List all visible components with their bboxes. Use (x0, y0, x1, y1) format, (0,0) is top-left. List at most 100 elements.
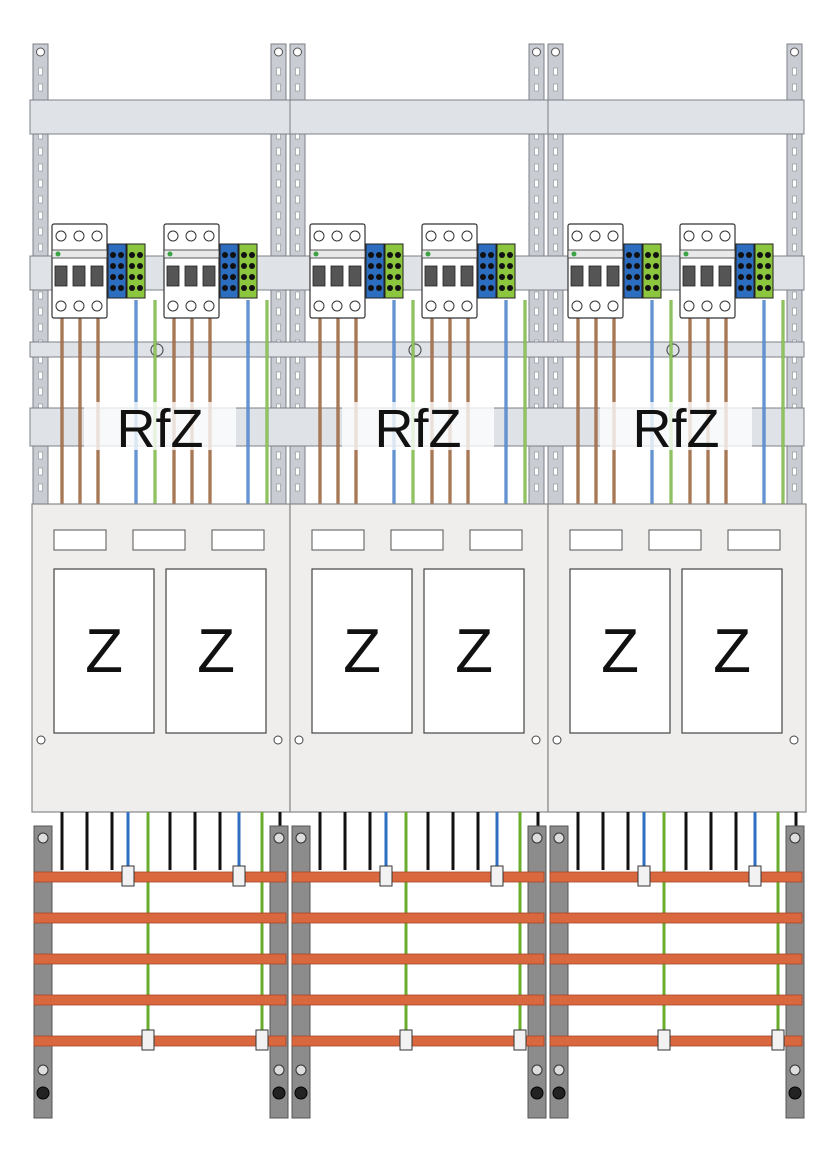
upright-slot (553, 147, 558, 156)
busbar-clamp (141, 1029, 155, 1051)
upright-slot (553, 83, 558, 92)
terminal-hole (376, 263, 382, 269)
mount-bolt (552, 1086, 566, 1100)
upright-slot (38, 211, 43, 220)
terminal-hole (645, 252, 651, 258)
breaker-screw (349, 230, 361, 242)
upright-slot (553, 307, 558, 316)
upright-slot (295, 163, 300, 172)
busbar (291, 953, 545, 965)
mount-screw (553, 1064, 565, 1076)
upright-slot (38, 387, 43, 396)
terminal-hole (634, 285, 640, 291)
upright-slot (38, 467, 43, 476)
upright-slot (295, 387, 300, 396)
terminal-hole (129, 252, 135, 258)
terminal-hole (738, 285, 744, 291)
breaker-screw (571, 230, 583, 242)
label-window (569, 529, 623, 551)
busbar-clamp (748, 865, 762, 887)
upright-slot (553, 467, 558, 476)
terminal-hole (387, 274, 393, 280)
busbar (291, 871, 545, 883)
terminal-hole (626, 274, 632, 280)
upright-slot (534, 323, 539, 332)
support-ring (150, 343, 164, 357)
upright-slot (553, 243, 558, 252)
breaker-toggle (606, 265, 620, 287)
busbar-clamp (121, 865, 135, 887)
breaker-screw (185, 230, 197, 242)
terminal-hole (634, 252, 640, 258)
terminal-hole (738, 274, 744, 280)
busbar (33, 1035, 287, 1047)
breaker-screw (443, 230, 455, 242)
breaker-toggle (460, 265, 474, 287)
terminal-hole (110, 285, 116, 291)
upright-slot (792, 483, 797, 492)
terminal-hole (746, 274, 752, 280)
meter-slot (681, 568, 783, 734)
busbar-clamp (399, 1029, 413, 1051)
upright-slot (534, 147, 539, 156)
upright-slot (276, 467, 281, 476)
breaker-screw (167, 300, 179, 312)
upright-slot (38, 307, 43, 316)
breaker-toggle (184, 265, 198, 287)
terminal-hole (129, 263, 135, 269)
breaker-toggle (424, 265, 438, 287)
breaker-toggle (72, 265, 86, 287)
upright-slot (553, 211, 558, 220)
busbar (291, 994, 545, 1006)
upright-slot (276, 451, 281, 460)
busbar (549, 953, 803, 965)
breaker-screw (571, 300, 583, 312)
terminal-hole (395, 274, 401, 280)
terminal-hole (129, 285, 135, 291)
label-window (727, 529, 781, 551)
support-ring (666, 343, 680, 357)
mount-bolt (788, 1086, 802, 1100)
busbar (33, 994, 287, 1006)
brand-mark (55, 251, 61, 257)
terminal-hole (488, 263, 494, 269)
upright-slot (276, 371, 281, 380)
upright-slot (276, 67, 281, 76)
terminal-hole (626, 263, 632, 269)
busbar-clamp (490, 865, 504, 887)
terminal-hole (376, 252, 382, 258)
terminal-hole (653, 263, 659, 269)
label-window (132, 529, 186, 551)
upright-slot (534, 227, 539, 236)
rfz-label: RfZ (375, 399, 462, 459)
terminal-hole (645, 263, 651, 269)
busbar-clamp (771, 1029, 785, 1051)
breaker-toggle (54, 265, 68, 287)
upright-slot (38, 227, 43, 236)
terminal-hole (653, 252, 659, 258)
breaker-toggle (718, 265, 732, 287)
breaker-toggle (348, 265, 362, 287)
breaker-screw (683, 230, 695, 242)
upright-slot (38, 323, 43, 332)
upright-slot (38, 83, 43, 92)
terminal-hole (249, 285, 255, 291)
upright-screw (532, 47, 541, 57)
terminal-hole (765, 274, 771, 280)
terminal-hole (765, 285, 771, 291)
breaker-screw (425, 230, 437, 242)
rfz-label-backing (600, 402, 752, 450)
busbar (549, 871, 803, 883)
terminal-hole (222, 252, 228, 258)
din-rail-breakers (29, 255, 805, 291)
upright-slot (38, 243, 43, 252)
terminal-hole (368, 274, 374, 280)
meter-panels (31, 503, 807, 813)
breaker-screw (607, 230, 619, 242)
mount-bolt (530, 1086, 544, 1100)
mount-screw (295, 1064, 307, 1076)
panel-screw (789, 735, 799, 745)
upright-slot (534, 67, 539, 76)
upright-slot (295, 291, 300, 300)
